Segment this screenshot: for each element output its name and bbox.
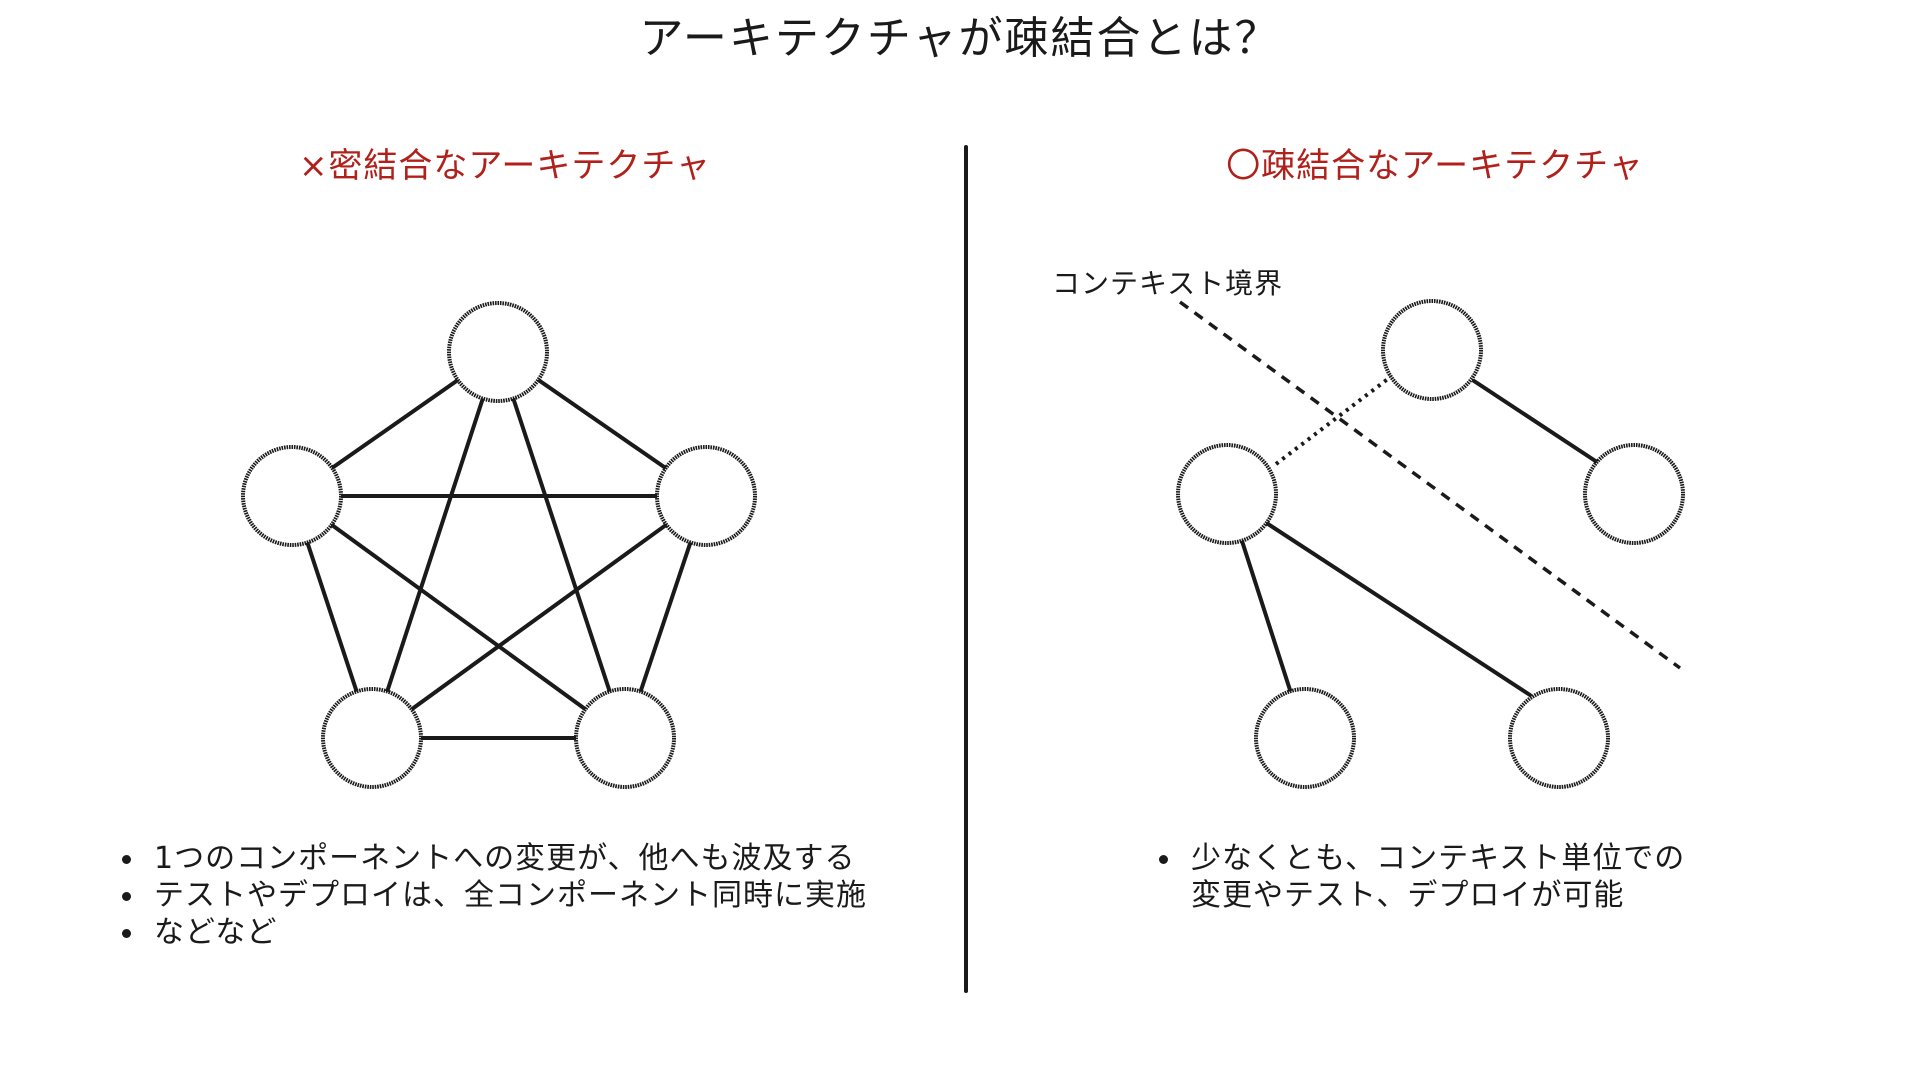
context-boundary-label: コンテキスト境界 — [1052, 267, 1284, 300]
edge — [496, 350, 627, 740]
component-node — [574, 687, 676, 789]
edge — [370, 494, 708, 740]
cross-context-dotted-edge — [1274, 373, 1395, 466]
component-node — [1254, 687, 1356, 789]
component-node — [655, 445, 757, 547]
edge — [290, 494, 627, 740]
tight-coupling-bullets: 1つのコンポーネントへの変更が、他へも波及する テストやデプロイは、全コンポーネ… — [118, 840, 867, 951]
bullet-item: などなど — [118, 914, 867, 951]
edge — [1266, 522, 1532, 697]
tight-coupling-diagram — [241, 301, 757, 789]
loose-coupling-heading: 〇疎結合なアーキテクチャ — [1226, 146, 1644, 186]
component-node — [447, 301, 549, 403]
loose-coupling-bullets: 少なくとも、コンテキスト単位での変更やテスト、デプロイが可能 — [1155, 840, 1715, 914]
tight-coupling-heading: ×密結合なアーキテクチャ — [298, 146, 712, 186]
context-boundary-line — [1178, 300, 1682, 670]
component-node — [241, 445, 343, 547]
bullet-item: 1つのコンポーネントへの変更が、他へも波及する — [118, 840, 867, 877]
component-node — [321, 687, 423, 789]
component-node — [1508, 687, 1610, 789]
loose-coupling-diagram — [1176, 299, 1685, 789]
edge — [1240, 539, 1292, 692]
edge — [1472, 379, 1602, 466]
component-node — [1583, 443, 1685, 545]
component-node — [1176, 443, 1278, 545]
bullet-item: 少なくとも、コンテキスト単位での変更やテスト、デプロイが可能 — [1155, 840, 1715, 914]
edge — [370, 350, 500, 740]
bullet-item: テストやデプロイは、全コンポーネント同時に実施 — [118, 877, 867, 914]
center-divider — [964, 145, 968, 993]
component-node — [1381, 299, 1483, 401]
slide-title: アーキテクチャが疎結合とは？ — [639, 13, 1281, 64]
